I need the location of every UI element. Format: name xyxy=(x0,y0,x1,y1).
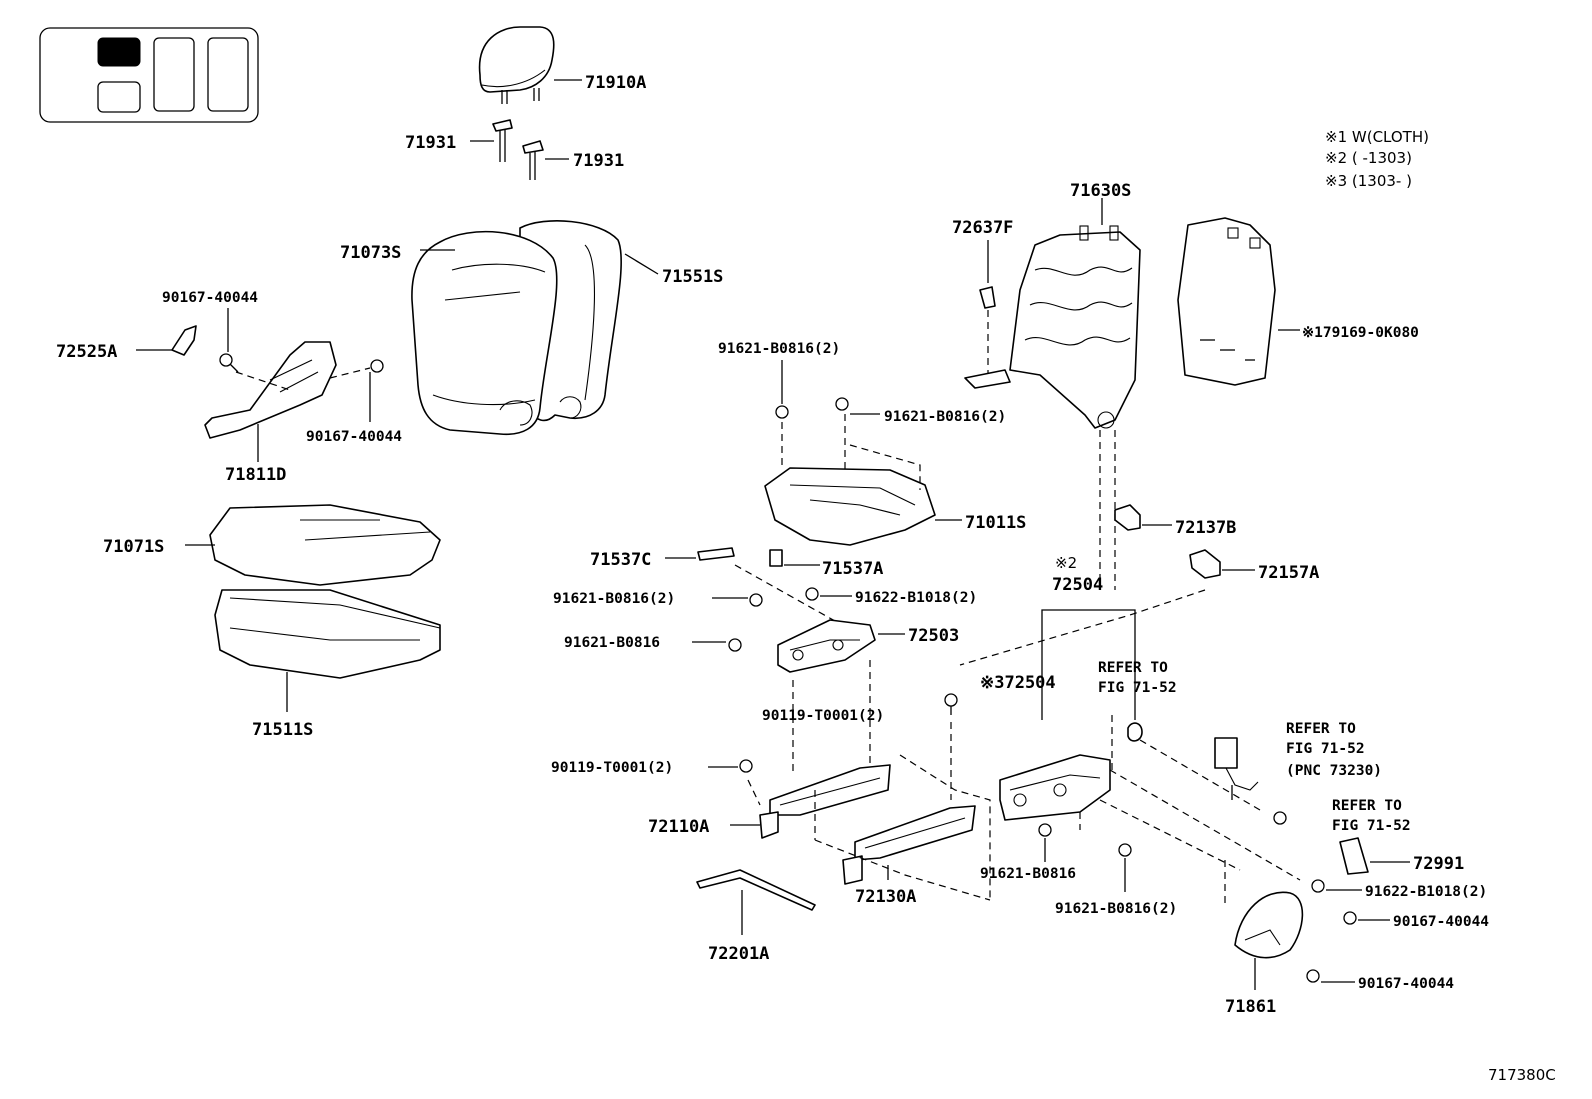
72525A-cover-drawing xyxy=(171,325,197,356)
72637F-spring-drawing xyxy=(979,286,996,309)
screw-icon xyxy=(370,359,384,373)
bolt-icon xyxy=(1038,823,1052,837)
79169-mat-drawing xyxy=(1177,217,1276,386)
label-71931-right: 71931 xyxy=(573,151,624,171)
label-72504-top: 72504 xyxy=(1052,575,1103,595)
label-71811D: 71811D xyxy=(225,465,286,485)
label-91621-B0816-2-left: 91621-B0816(2) xyxy=(718,341,840,357)
label-91621-B0816-single-right: 91621-B0816 xyxy=(980,866,1076,882)
72137B-cover-drawing xyxy=(1114,504,1141,531)
label-fig-71-52-buckle: FIG 71-52 xyxy=(1286,741,1365,757)
label-72201A: 72201A xyxy=(708,944,769,964)
locator-highlighted-seat xyxy=(97,37,141,67)
seat-frame-drawing xyxy=(764,444,962,546)
screw-icon xyxy=(1343,911,1357,925)
bolt-icon xyxy=(728,638,742,652)
label-90167-40044-upper: 90167-40044 xyxy=(162,290,258,306)
note-3: ※3 (1303- ) xyxy=(1325,172,1412,190)
72157A-cover-drawing xyxy=(1189,549,1221,579)
headrest-support-drawing xyxy=(470,119,569,180)
72504-adjuster-drawing xyxy=(999,754,1111,821)
label-72110A: 72110A xyxy=(648,817,709,837)
bolt-icon xyxy=(835,397,849,411)
seatback-bracket-drawing xyxy=(964,369,1011,389)
figure-id: 717380C xyxy=(1488,1066,1556,1084)
72130A-track-drawing xyxy=(842,805,976,885)
bolt-icon xyxy=(739,759,753,773)
label-71861: 71861 xyxy=(1225,997,1276,1017)
label-91622-B1018-2-right: 91622-B1018(2) xyxy=(1365,884,1487,900)
bolt-icon xyxy=(775,405,789,419)
bolt-icon xyxy=(1118,843,1132,857)
nut-icon xyxy=(1311,879,1325,893)
label-91621-B0816-2-mid: 91621-B0816(2) xyxy=(553,591,675,607)
label-refer-to-buckle: REFER TO xyxy=(1286,721,1356,737)
label-fig-71-52-lower: FIG 71-52 xyxy=(1332,818,1411,834)
label-refer-to-upper-1: REFER TO xyxy=(1098,660,1168,676)
note-2: ※2 ( -1303) xyxy=(1325,149,1412,167)
label-91621-B0816-2-right: 91621-B0816(2) xyxy=(884,409,1006,425)
screw-icon xyxy=(219,353,233,367)
label-90119-T0001-2-upper: 90119-T0001(2) xyxy=(762,708,884,724)
label-91622-B1018-2-left: 91622-B1018(2) xyxy=(855,590,977,606)
nut-icon xyxy=(1273,811,1287,825)
label-71071S: 71071S xyxy=(103,537,164,557)
seat-cushion-drawing xyxy=(185,504,441,712)
72110A-track-drawing xyxy=(730,764,891,839)
label-72130A: 72130A xyxy=(855,887,916,907)
label-71511S: 71511S xyxy=(252,720,313,740)
headrest-drawing xyxy=(478,26,582,104)
label-91621-B0816-2-bottom: 91621-B0816(2) xyxy=(1055,901,1177,917)
bolt-icon xyxy=(944,693,958,707)
label-fig-71-52-upper: FIG 71-52 xyxy=(1098,680,1177,696)
label-refer-to-lower: REFER TO xyxy=(1332,798,1402,814)
label-90167-40044-right-upper: 90167-40044 xyxy=(1393,914,1489,930)
label-72991: 72991 xyxy=(1413,854,1464,874)
nut-icon xyxy=(805,587,819,601)
label-72504-marked: ※372504 xyxy=(980,673,1056,693)
label-91621-B0816-single-left: 91621-B0816 xyxy=(564,635,660,651)
screw-icon xyxy=(1306,969,1320,983)
label-pnc-73230: (PNC 73230) xyxy=(1286,763,1382,779)
label-72525A: 72525A xyxy=(56,342,117,362)
label-71537C: 71537C xyxy=(590,550,651,570)
label-71011S: 71011S xyxy=(965,513,1026,533)
label-71910A: 71910A xyxy=(585,73,646,93)
71537A-pad-drawing xyxy=(769,549,783,567)
label-90119-T0001-2-lower: 90119-T0001(2) xyxy=(551,760,673,776)
label-79169-0K080: ※179169-0K080 xyxy=(1302,325,1419,341)
label-72637F: 72637F xyxy=(952,218,1013,238)
label-71537A: 71537A xyxy=(822,559,883,579)
seat-locator-inset xyxy=(39,27,259,123)
label-71931-left: 71931 xyxy=(405,133,456,153)
label-71630S: 71630S xyxy=(1070,181,1131,201)
71537C-pad-drawing xyxy=(697,547,735,561)
label-71073S: 71073S xyxy=(340,243,401,263)
bolt-icon xyxy=(749,593,763,607)
grommet-drawing xyxy=(1127,722,1143,742)
seatback-drawing xyxy=(411,220,659,436)
72503-adjuster-drawing xyxy=(777,619,905,673)
note-1: ※1 W(CLOTH) xyxy=(1325,128,1429,146)
seatback-frame-drawing xyxy=(1009,225,1141,429)
72201A-wire-drawing xyxy=(696,869,816,911)
label-72503: 72503 xyxy=(908,626,959,646)
label-72157A: 72157A xyxy=(1258,563,1319,583)
71811D-shield-drawing xyxy=(204,341,337,439)
label-72137B: 72137B xyxy=(1175,518,1236,538)
label-71551S: 71551S xyxy=(662,267,723,287)
note-mark-2: ※2 xyxy=(1055,554,1077,572)
seatbelt-buckle-drawing xyxy=(1214,737,1259,800)
72991-stopper-drawing xyxy=(1339,837,1369,875)
label-90167-40044-right-lower: 90167-40044 xyxy=(1358,976,1454,992)
71861-shield-drawing xyxy=(1234,891,1304,990)
label-90167-40044-lower: 90167-40044 xyxy=(306,429,402,445)
